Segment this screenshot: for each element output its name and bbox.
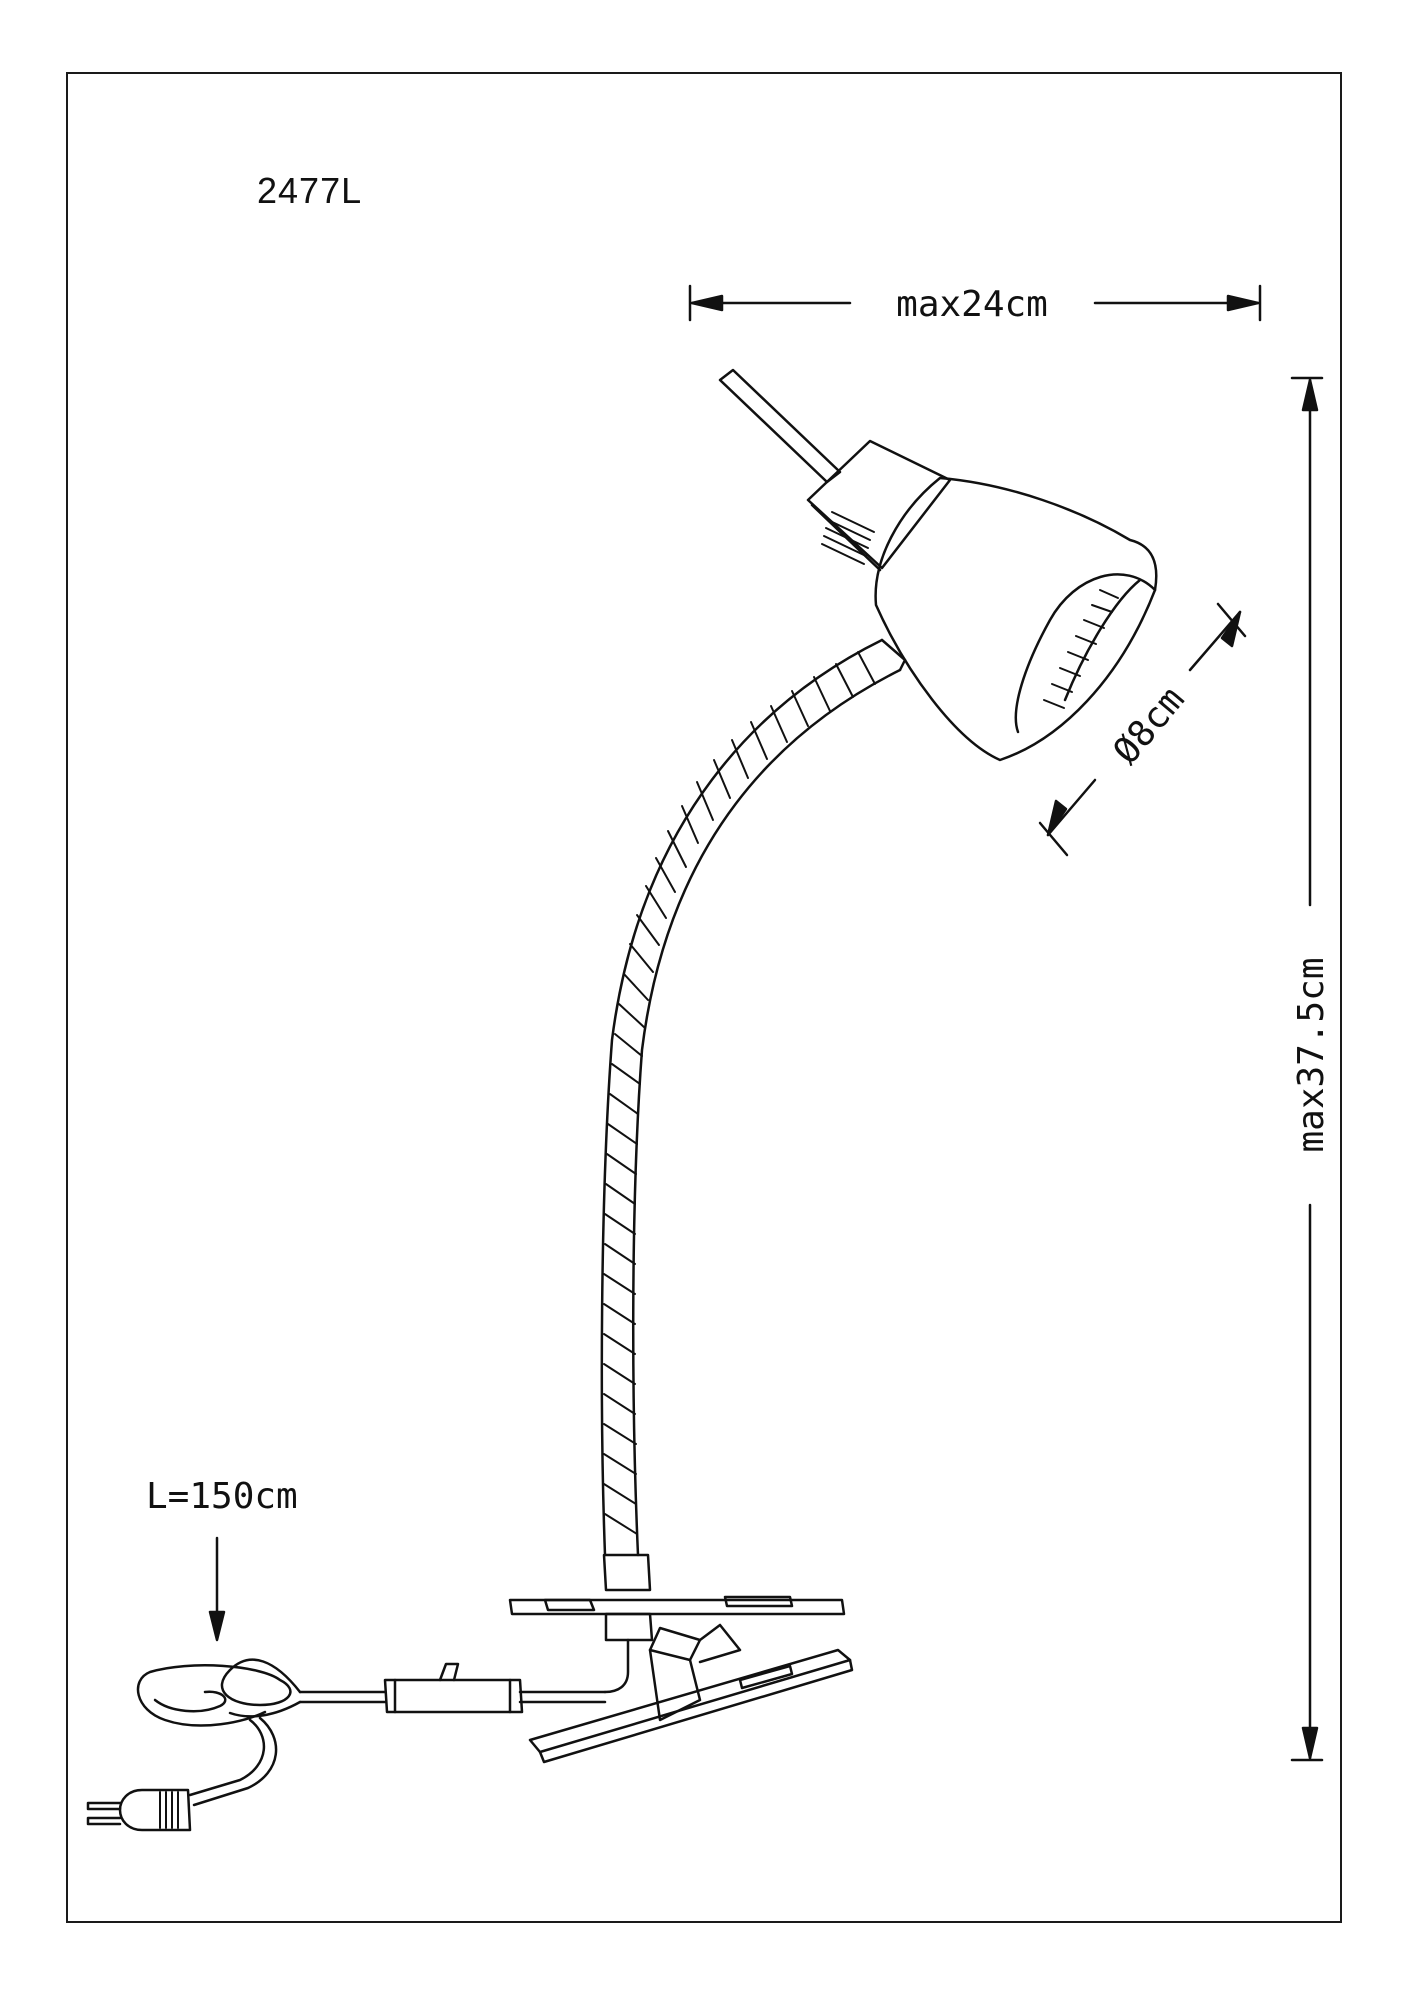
power-cord [86,1658,607,1832]
gooseneck-arm [600,638,907,1557]
height-label: max37.5cm [1291,957,1332,1152]
height-dimension: max37.5cm [1290,376,1332,1762]
model-number: 2477L [257,170,363,211]
vent-slots [821,511,875,565]
gooseneck-coils [603,651,876,1535]
width-label: max24cm [896,284,1048,325]
clamp-base [508,1553,854,1764]
drawing-frame [66,72,1342,1923]
bulb-ring [1043,589,1119,709]
plug-icon [118,1788,192,1832]
lamp-head [718,368,1158,762]
diameter-label: Ø8cm [1106,679,1193,772]
diameter-dimension: Ø8cm [1038,602,1247,857]
cable-length-annotation: L=150cm [146,1476,298,1642]
inline-switch [383,1678,524,1714]
cable-length-label: L=150cm [146,1476,298,1517]
width-dimension: max24cm [688,284,1262,325]
